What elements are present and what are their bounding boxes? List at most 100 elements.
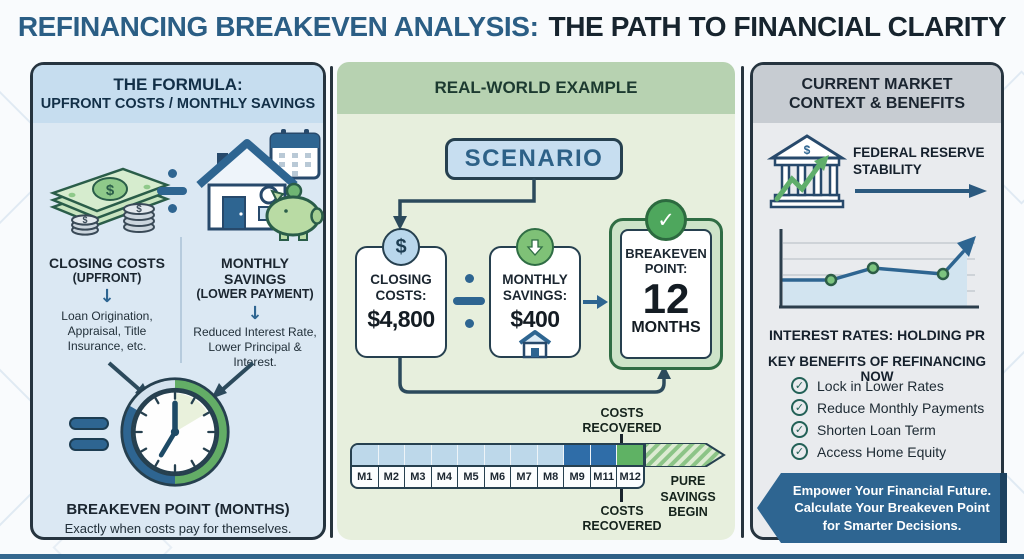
timeline-color-band [350,443,645,467]
down-arrow-icon: ↓ [99,286,115,308]
timeline-month-label: M7 [511,467,538,487]
formula-panel-header: THE FORMULA: UPFRONT COSTS / MONTHLY SAV… [33,65,323,123]
timeline-month-label: M5 [458,467,485,487]
timeline-cell [431,445,459,465]
breakeven-card-inner: BREAKEVEN POINT: 12 MONTHS [620,229,712,359]
timeline-cell [405,445,432,465]
closing-costs-label: CLOSING COSTS [49,255,165,271]
monthly-savings-sublabel: (LOWER PAYMENT) [196,287,314,302]
closing-costs-column: CLOSING COSTS (UPFRONT) ↓ Loan Originati… [41,255,173,354]
timeline-month-label: M2 [379,467,406,487]
down-arrow-glyph [526,239,544,256]
bottom-accent-bar [0,554,1024,559]
monthly-savings-label: MONTHLY SAVINGS [221,255,289,288]
benefit-item: ✓ Reduce Monthly Payments [791,399,984,416]
monthly-savings-column: MONTHLY SAVINGS (LOWER PAYMENT) ↓ Reduce… [189,255,321,370]
breakeven-point-card: ✓ BREAKEVEN POINT: 12 MONTHS [609,199,723,370]
chart-area-fill [783,249,967,306]
small-house-icon [518,330,552,359]
column-divider [180,237,182,363]
market-panel: CURRENT MARKET CONTEXT & BENEFITS $ FEDE… [750,62,1007,543]
timeline-month-label: M3 [405,467,432,487]
chart-data-point [824,273,838,287]
svg-text:$: $ [804,143,811,157]
check-circle-icon: ✓ [791,377,808,394]
chart-data-point [936,267,950,281]
formula-header-line2: UPFRONT COSTS / MONTHLY SAVINGS [40,95,316,112]
costs-recovered-marker [620,486,623,502]
federal-reserve-bank-icon: $ [767,134,847,209]
example-panel: REAL-WORLD EXAMPLE SCENARIO $ CLOSING CO… [337,62,735,540]
breakeven-card-unit: MONTHS [631,318,701,336]
benefit-label: Access Home Equity [817,443,947,460]
svg-text:$: $ [106,182,115,199]
breakeven-result-label: BREAKEVEN POINT (MONTHS) [66,501,290,518]
market-header-line1: CURRENT MARKET [801,75,953,93]
page-title-main: THE PATH TO FINANCIAL CLARITY [548,11,1007,42]
timeline-cell [378,445,406,465]
breakeven-card-value: 12 [642,274,690,322]
division-dot [167,204,177,213]
formula-panel: THE FORMULA: UPFRONT COSTS / MONTHLY SAV… [30,62,326,540]
benefits-title: KEY BENEFITS OF REFINANCING NOW [767,354,987,384]
breakeven-clock-icon [120,377,230,487]
closing-costs-sublabel: (UPFRONT) [72,271,142,286]
timeline-month-labels: M1 M2 M3 M4 M5 M6 M7 M8 M9 M11 M12 [350,467,645,489]
svg-text:$: $ [136,204,142,215]
cta-text: Empower Your Financial Future. Calculate… [792,483,992,533]
monthly-savings-card: MONTHLY SAVINGS: $400 [489,228,581,359]
market-header-line2: CONTEXT & BENEFITS [788,95,965,112]
down-arrow-circle-icon [516,228,554,266]
scenario-box: SCENARIO [445,138,623,180]
division-dot [464,274,474,283]
market-panel-header: CURRENT MARKET CONTEXT & BENEFITS [753,65,1001,123]
timeline-month-label: M11 [591,467,618,487]
check-circle-icon: ✓ [791,421,808,438]
benefit-item: ✓ Lock in Lower Rates [791,377,944,394]
pure-savings-label: PURE SAVINGS BEGIN [660,474,716,520]
timeline-cell [511,445,538,465]
breakeven-result-detail: Exactly when costs pay for themselves. [64,521,292,536]
page-title: REFINANCING BREAKEVEN ANALYSIS:THE PATH … [0,11,1024,43]
timeline-month-label: M6 [485,467,512,487]
benefit-label: Shorten Loan Term [817,421,936,438]
down-arrow-icon: ↓ [247,302,263,324]
closing-card-label: CLOSING COSTS: [370,272,432,303]
timeline-month-label: M1 [352,467,379,487]
stability-arrow-icon [855,184,987,198]
benefit-label: Lock in Lower Rates [817,377,944,394]
formula-header-line1: THE FORMULA: [113,75,243,95]
fed-stability-label: FEDERAL RESERVE STABILITY [853,145,985,177]
closing-costs-detail: Loan Origination, Appraisal, Title Insur… [61,309,153,354]
costs-recovered-label-bottom: COSTS RECOVERED [582,504,662,533]
money-stack-icon: $ $ $ [49,167,171,236]
savings-card-value: $400 [510,306,560,333]
timeline-cell [564,445,591,465]
check-circle-icon: ✓ [645,199,687,241]
timeline-cell [458,445,485,465]
benefit-item: ✓ Access Home Equity [791,443,946,460]
division-symbol [157,169,187,213]
pure-savings-arrow [645,443,726,467]
dollar-circle-icon: $ [382,228,420,266]
chart-data-point [866,261,880,275]
timeline-cell [590,445,618,465]
monthly-savings-detail: Reduced Interest Rate, Lower Principal &… [193,325,317,370]
timeline-cell [537,445,565,465]
panel-divider [330,66,333,538]
division-dot [167,169,177,178]
timeline-cell [617,445,643,465]
cta-ribbon: Empower Your Financial Future. Calculate… [757,473,1007,543]
timeline-month-label: M9 [564,467,591,487]
example-panel-header: REAL-WORLD EXAMPLE [337,62,735,114]
timeline-month-label: M4 [432,467,459,487]
timeline-month-label: M12 [619,471,641,483]
benefit-label: Reduce Monthly Payments [817,399,985,416]
timeline-month-label: M8 [538,467,565,487]
equals-sign-bar [69,417,109,430]
benefit-item: ✓ Shorten Loan Term [791,421,936,438]
closing-costs-card: $ CLOSING COSTS: $4,800 [355,228,447,358]
house-calendar-piggy-icon [196,129,324,241]
division-bar [157,187,187,195]
savings-card-label: MONTHLY SAVINGS: [502,272,568,303]
